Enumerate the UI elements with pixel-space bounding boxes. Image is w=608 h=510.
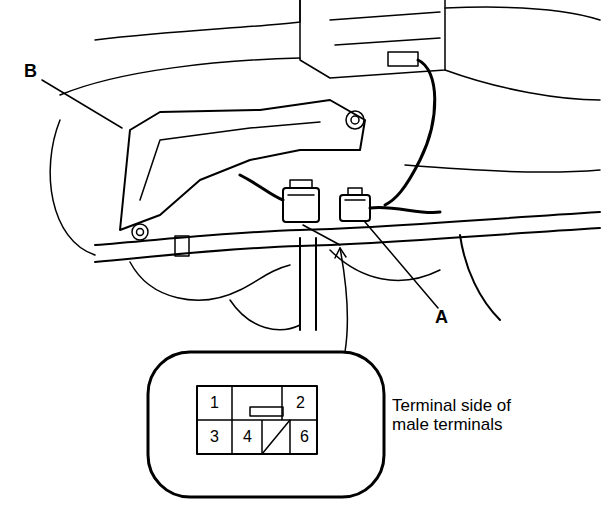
pin-number: 1 (210, 394, 219, 412)
body-panel (445, 70, 600, 100)
engine-body (330, 250, 440, 280)
body-panel (405, 165, 600, 172)
harness (95, 228, 600, 262)
pin-number: 6 (300, 428, 309, 446)
engine-body (130, 262, 290, 300)
upper-housing (300, 0, 445, 78)
bracket (120, 100, 365, 230)
pin-number: 3 (210, 428, 219, 446)
view-note: Terminal side of male terminals (392, 397, 542, 434)
connector-a (340, 195, 370, 221)
bolt (132, 224, 148, 240)
connector (288, 180, 314, 195)
harness-clip (175, 236, 189, 256)
body-panel (445, 7, 600, 20)
connector-latch (250, 407, 283, 416)
connector-a (345, 188, 365, 200)
pin-number: 4 (243, 428, 252, 446)
empty-cavity (262, 420, 290, 454)
leader-line (42, 80, 122, 128)
callout-letter: A (435, 308, 448, 328)
connector (283, 188, 319, 222)
engine-body (230, 300, 300, 330)
leader-line (340, 248, 347, 352)
body-panel (60, 58, 300, 95)
harness (300, 238, 316, 330)
callout-letter: B (24, 62, 37, 82)
upper-housing (330, 12, 440, 45)
leader-line (365, 222, 438, 308)
wire (240, 175, 283, 200)
inset-frame (148, 352, 384, 497)
bolt (137, 229, 144, 236)
body-panel (50, 120, 95, 255)
wire (385, 60, 435, 205)
body-panel (95, 0, 300, 40)
pin-number: 2 (296, 394, 305, 412)
wire (370, 207, 440, 212)
terminal-grid (197, 386, 317, 454)
leader-line (303, 225, 340, 245)
bolt (351, 116, 359, 124)
connector-face (197, 386, 317, 454)
small-connector (388, 52, 418, 66)
harness (95, 212, 600, 245)
leader-arrow (335, 248, 346, 258)
wire (460, 235, 500, 320)
